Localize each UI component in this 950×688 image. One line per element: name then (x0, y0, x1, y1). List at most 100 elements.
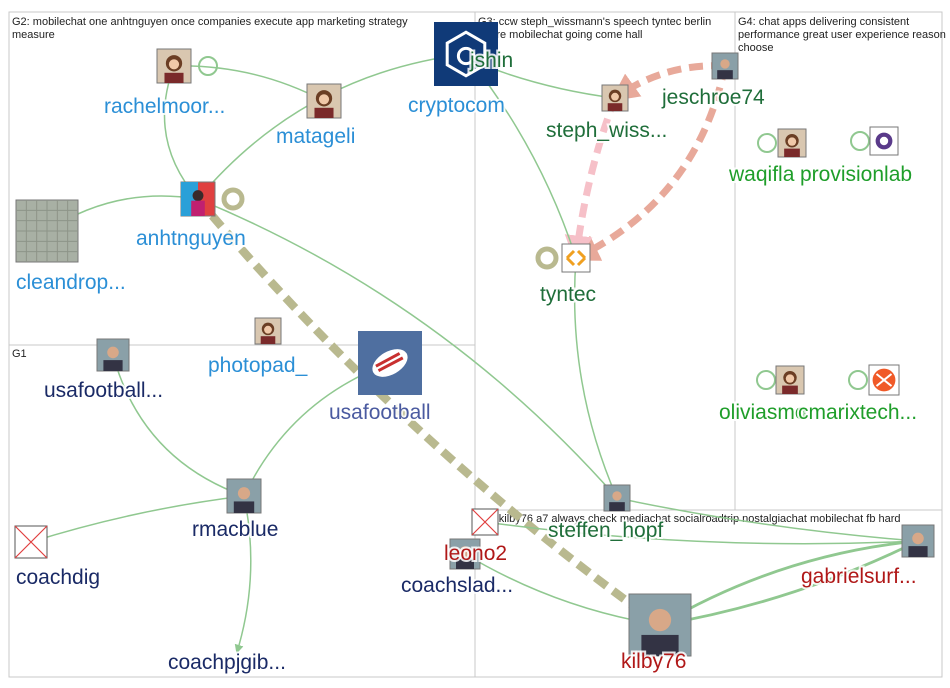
edge-steffen-gabrielsurf (616, 497, 920, 545)
self-loop-olivias (756, 370, 776, 390)
avatar-woman-icon (777, 128, 807, 158)
node-label-waqifl: waqifla (728, 163, 795, 186)
node-cmarixtech[interactable]: cmarixtech... (796, 364, 919, 426)
edge-anhtnguyen-kilby76 (194, 196, 666, 629)
node-tyntec[interactable]: tyntec (538, 243, 598, 308)
group-label-g4: G4: chat apps delivering consistent (738, 16, 909, 28)
node-rmacblue[interactable]: rmacblue (190, 478, 280, 543)
avatar-woman-icon (254, 317, 282, 345)
node-usafootball[interactable]: usafootball (327, 331, 433, 426)
group-labels: G2: mobilechat one anhtnguyen once compa… (12, 16, 946, 525)
edge-steffen-tyntec (570, 256, 618, 499)
node-provisionlab[interactable]: provisionlab (798, 126, 914, 188)
node-jeschroe74[interactable]: jeschroe74 (659, 52, 767, 111)
edge-jshin-tyntec (469, 59, 579, 260)
node-coachslad[interactable]: coachslad... (399, 538, 515, 599)
node-kilby76[interactable]: kilby76 (619, 593, 692, 675)
avatar-woman-icon (156, 48, 192, 84)
node-cryptocom[interactable]: cryptocom (406, 22, 507, 119)
self-loop-cmarixtech (848, 370, 868, 390)
broken-image-icon (14, 525, 48, 559)
node-jshin[interactable]: jshin (467, 47, 515, 74)
group-label-g5: G5: kilby76 a7 always check mediachat so… (478, 513, 901, 525)
node-coachpjgib[interactable]: coachpjgib... (166, 649, 288, 676)
edge-usafootballx-rmacblue (112, 354, 246, 498)
node-waqifl[interactable]: waqifla (726, 128, 807, 188)
self-loop-anhtnguyen (221, 187, 245, 211)
node-anhtnguyen[interactable]: anhtnguyen (134, 181, 248, 252)
edge-rmacblue-coachpjgib (234, 495, 252, 654)
group-label-g3: G3: ccw steph_wissmann's speech tyntec b… (478, 16, 711, 28)
nodes: rachelmoor... matageli cryptocom anhtnguyen… (14, 22, 935, 676)
node-label-kilby76: kilby76 (621, 650, 686, 673)
node-cleandrop[interactable]: cleandrop... (14, 199, 128, 296)
node-label-usafootballx: usafootball... (44, 379, 163, 402)
node-label-gabrielsurf: gabrielsurf... (801, 565, 917, 588)
node-label-coachpjgib: coachpjgib... (168, 651, 286, 674)
avatar-woman-icon (775, 365, 805, 395)
node-label-tyntec: tyntec (540, 283, 596, 306)
group-label-g2-line2: measure (12, 29, 55, 41)
avatar-man-icon (901, 524, 935, 558)
edge-anhtnguyen-steffen (197, 198, 619, 500)
edge-rmacblue-coachdig (29, 495, 245, 545)
node-leno2[interactable]: leono2 (442, 508, 509, 567)
node-label-coachslad: coachslad... (401, 574, 513, 597)
node-label-steph: steph_wiss... (546, 119, 667, 142)
node-label-olivias: oliviasmo (719, 401, 807, 424)
edge-rachelmoor-anhtnguyen (163, 65, 200, 201)
self-loop-waqifl (757, 133, 777, 153)
node-label-jeschroe74: jeschroe74 (661, 86, 765, 109)
node-steph[interactable]: steph_wiss... (544, 84, 669, 144)
node-label-steffen: steffen_hopf (548, 519, 663, 542)
node-label-cmarixtech: cmarixtech... (798, 401, 917, 424)
avatar-man-icon (226, 478, 262, 514)
group-box-g2 (8, 11, 476, 346)
crypto-logo-icon (434, 22, 498, 86)
cmarix-logo-icon (868, 364, 900, 396)
self-loop-tyntec (535, 246, 559, 270)
node-gabrielsurf[interactable]: gabrielsurf... (799, 524, 935, 590)
group-label-g3-line2: future mobilechat going come hall (478, 29, 642, 41)
node-rachelmoor[interactable]: rachelmoor... (102, 48, 227, 120)
node-olivias[interactable]: oliviasmo (717, 365, 809, 426)
self-loop-rachelmoor (198, 56, 218, 76)
node-label-cryptocom: cryptocom (408, 94, 505, 117)
avatar-man-icon (711, 52, 739, 80)
node-label-leno2: leono2 (444, 542, 507, 565)
node-label-photopad: photopad_ (208, 354, 308, 377)
lab-logo-icon (869, 126, 899, 156)
group-box-g5 (474, 509, 943, 678)
broken-image-icon (471, 508, 499, 536)
group-box-g4 (734, 11, 943, 511)
node-label-rmacblue: rmacblue (192, 518, 278, 541)
avatar-man-icon (96, 338, 130, 372)
avatar-man-icon (603, 484, 631, 512)
group-label-g1: G1 (12, 348, 27, 360)
tile-photo-icon (15, 199, 79, 263)
avatar-woman-icon (306, 83, 342, 119)
edge-leno2-gabrielsurf (484, 521, 920, 546)
node-label-provisionlab: provisionlab (800, 163, 912, 186)
avatar-person-icon (180, 181, 216, 217)
tyntec-logo-icon (561, 243, 591, 273)
avatar-man-icon (628, 593, 692, 657)
self-loops (198, 56, 870, 390)
edge-gabrielsurf-kilby76 (656, 539, 919, 632)
group-label-g4-line2: performance great user experience reason (738, 29, 946, 41)
node-label-jshin: jshin (469, 49, 513, 72)
group-label-g2: G2: mobilechat one anhtnguyen once compa… (12, 16, 408, 28)
node-matageli[interactable]: matageli (274, 83, 357, 150)
avatar-man-icon (449, 538, 481, 570)
node-usafootballx[interactable]: usafootball... (42, 338, 165, 404)
node-label-coachdig: coachdig (16, 566, 100, 589)
node-label-matageli: matageli (276, 125, 355, 148)
node-label-rachelmoor: rachelmoor... (104, 95, 225, 118)
edge-steph-tyntec (564, 96, 619, 264)
self-loop-provisionlab (850, 131, 870, 151)
node-coachdig[interactable]: coachdig (14, 525, 102, 591)
node-steffen[interactable]: steffen_hopf (546, 484, 665, 544)
node-photopad[interactable]: photopad_ (206, 317, 310, 379)
node-label-usafootball: usafootball (329, 401, 431, 424)
